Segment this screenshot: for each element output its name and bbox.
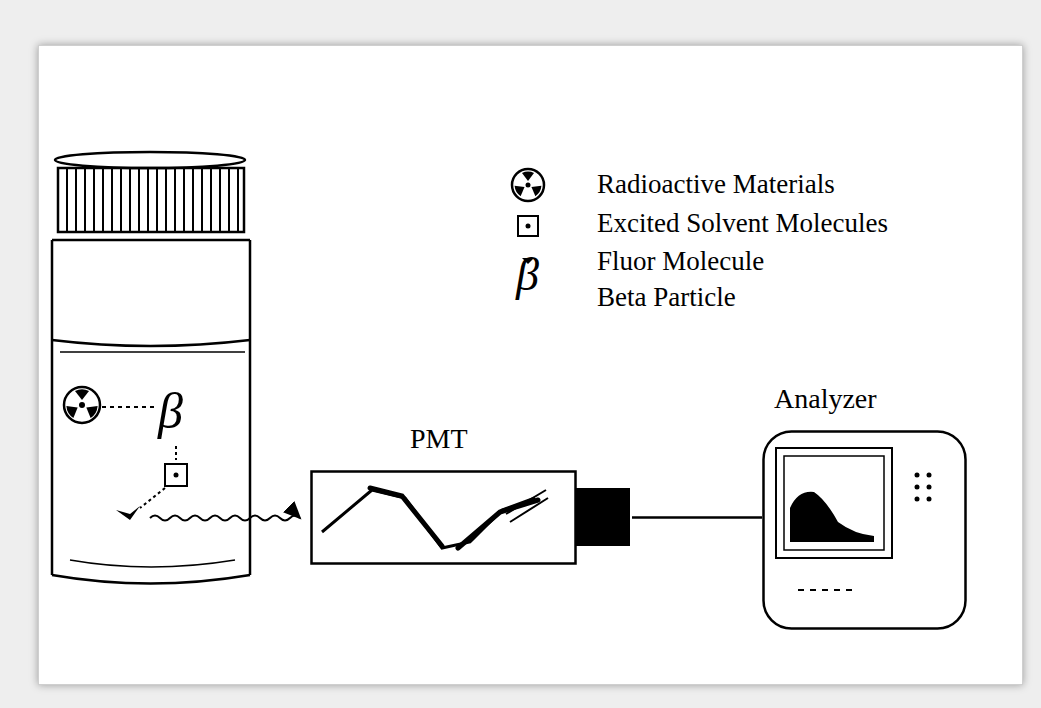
signal-cable <box>632 516 762 519</box>
legend-beta-symbol: β <box>516 250 539 301</box>
beta-symbol: β <box>158 384 183 439</box>
legend-text: Radioactive Materials <box>597 170 835 200</box>
analyzer-drawing <box>762 430 967 630</box>
legend-text: Excited Solvent Molecules <box>597 209 888 239</box>
analyzer-box: Analyzer <box>762 430 967 630</box>
pmt-tube: PMT <box>310 470 632 565</box>
node-heading: Analyzer <box>774 384 877 415</box>
legend-text: Beta Particle <box>597 283 736 313</box>
node-heading: PMT <box>410 424 468 455</box>
legend-text: Fluor Molecule <box>597 247 764 277</box>
pmt-drawing <box>310 470 632 565</box>
